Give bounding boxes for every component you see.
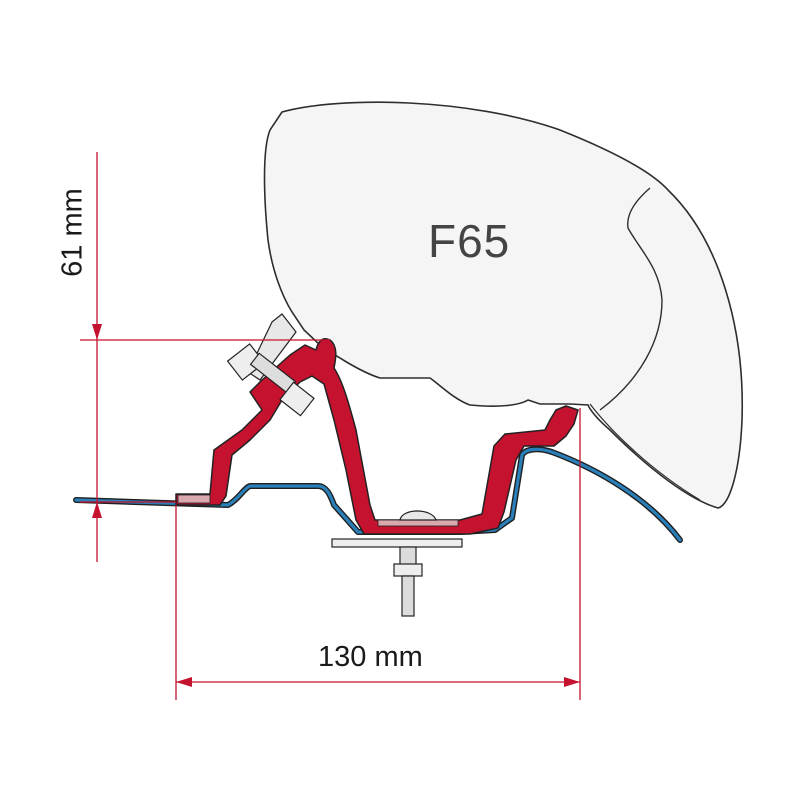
bolt-nut-upper	[226, 343, 266, 381]
bolt-nut-lower	[279, 381, 315, 417]
roof-profile	[73, 446, 683, 543]
stud-end	[401, 575, 415, 617]
height-arrow-bottom	[92, 502, 102, 518]
awning-housing	[263, 101, 744, 509]
stud-nut	[393, 563, 423, 577]
width-arrow-left	[176, 677, 192, 687]
bracket-serration-bottom	[377, 519, 459, 527]
height-dimension-label: 61 mm	[56, 188, 89, 277]
width-dimension-label: 130 mm	[318, 641, 423, 673]
awning-lip	[589, 403, 701, 501]
washer-plate	[331, 538, 463, 548]
width-arrow-right	[564, 677, 580, 687]
awning-body	[263, 101, 744, 509]
awning-front-cap-line	[599, 187, 663, 411]
upper-bolt-assembly	[226, 313, 315, 417]
roof-panel-inner	[74, 447, 682, 542]
adapter-bracket	[175, 338, 579, 535]
bolt-head	[399, 510, 437, 521]
product-name-label: F65	[428, 215, 511, 267]
bracket-profile	[175, 338, 579, 535]
dimension-lines	[80, 152, 581, 700]
height-arrow-top	[92, 324, 102, 340]
lower-bolt-assembly	[331, 510, 463, 617]
bracket-serration-left	[177, 494, 211, 504]
